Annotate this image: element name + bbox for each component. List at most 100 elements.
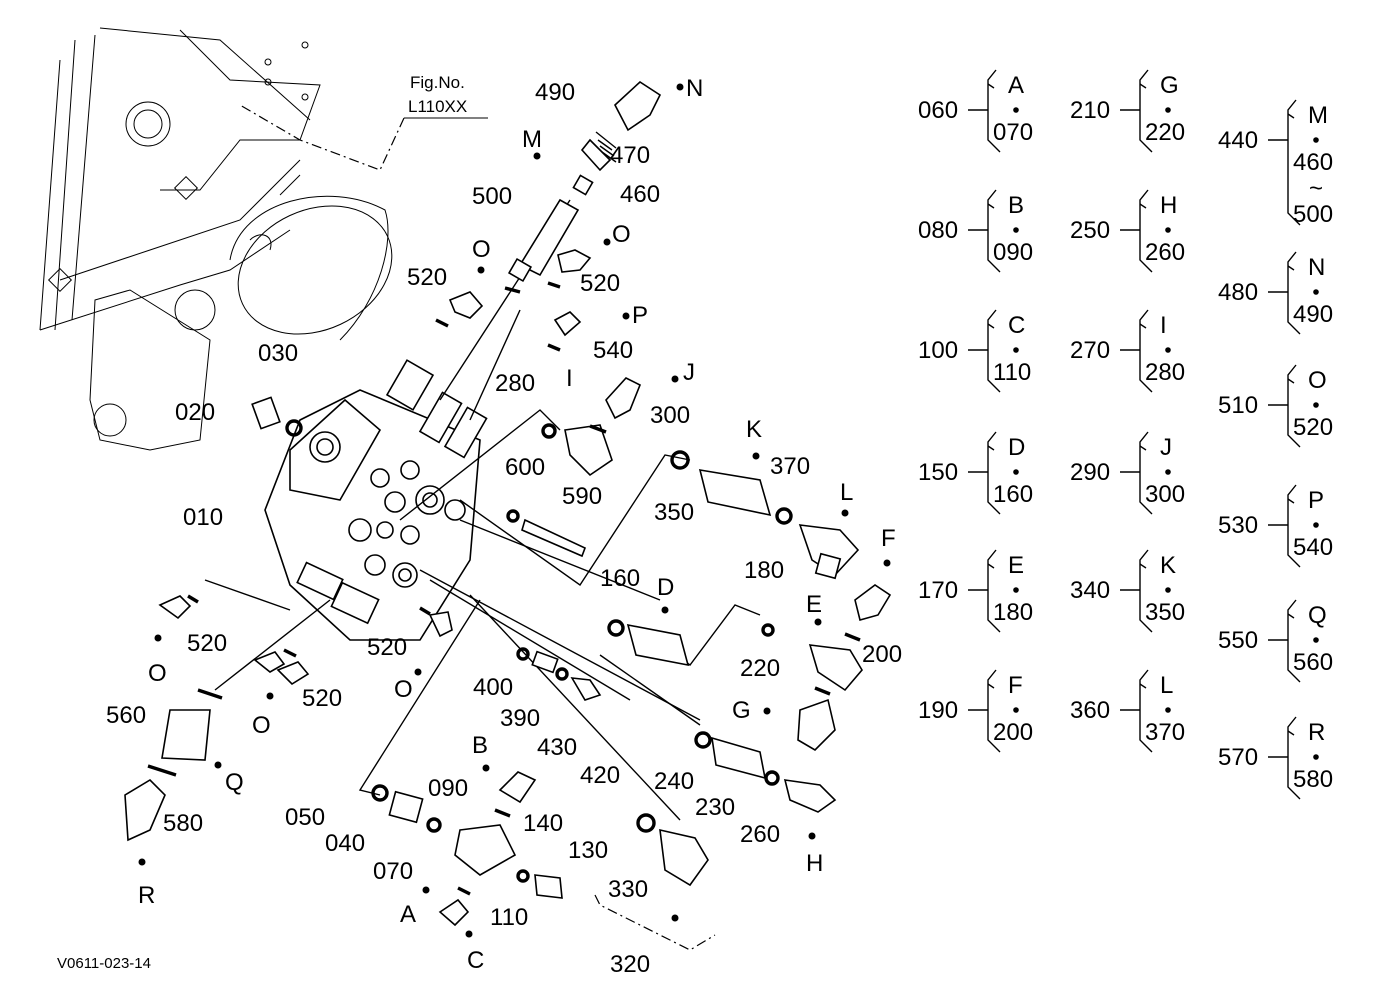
callout-200: 200 [862, 641, 902, 668]
callout-490: 490 [535, 79, 575, 106]
legend-dot-M [1313, 137, 1319, 143]
legend-part-560: 560 [1293, 649, 1333, 676]
legend-letter-G: G [1160, 72, 1179, 99]
callout-240: 240 [654, 768, 694, 795]
legend-letter-M: M [1308, 102, 1328, 129]
callout-M: M [522, 126, 542, 153]
callout-L: L [840, 479, 853, 506]
legend-bracket-100 [987, 309, 1001, 393]
legend-dot-I [1165, 347, 1171, 353]
callout-O1: O [472, 236, 491, 263]
callout-labels: 490 N 470 460 M 500 O O 520 520 P 540 03… [106, 75, 902, 978]
legend-dot-C [1013, 347, 1019, 353]
legend-part-200: 200 [993, 719, 1033, 746]
legend-dot-G [1165, 107, 1171, 113]
legend-ref-510: 510 [1218, 392, 1258, 419]
callout-180: 180 [744, 557, 784, 584]
callout-D: D [657, 574, 674, 601]
callout-C: C [467, 947, 484, 974]
legend-ref-250: 250 [1070, 217, 1110, 244]
callout-470: 470 [610, 142, 650, 169]
callout-K: K [746, 416, 762, 443]
callout-420: 420 [580, 762, 620, 789]
legend-bracket-notch-440 [1287, 113, 1295, 119]
legend-ref-360: 360 [1070, 697, 1110, 724]
legend-part-350: 350 [1145, 599, 1185, 626]
fittings [124, 80, 892, 951]
legend-ref-570: 570 [1218, 744, 1258, 771]
callout-130: 130 [568, 837, 608, 864]
callout-dots [138, 83, 891, 938]
svg-text:Fig.No.: Fig.No. [410, 73, 465, 92]
callout-370: 370 [770, 453, 810, 480]
callout-P: P [632, 302, 648, 329]
legend-part-260: 260 [1145, 239, 1185, 266]
callout-600: 600 [505, 454, 545, 481]
legend-bracket-notch-210 [1139, 83, 1147, 89]
callout-O4: O [394, 676, 413, 703]
callout-E: E [806, 591, 822, 618]
callout-330: 330 [608, 876, 648, 903]
legend-part-520: 520 [1293, 414, 1333, 441]
legend-dot-O [1313, 402, 1319, 408]
legend-bracket-150 [987, 431, 1001, 515]
legend-bracket-570 [1287, 716, 1301, 800]
legend-bracket-170 [987, 549, 1001, 633]
legend-dot-N [1313, 289, 1319, 295]
callout-I: I [566, 365, 573, 392]
callout-F: F [881, 525, 896, 552]
legend-ref-060: 060 [918, 97, 958, 124]
callout-520d: 520 [367, 634, 407, 661]
legend-letter-H: H [1160, 192, 1177, 219]
legend-bracket-notch-170 [987, 563, 995, 569]
callout-050: 050 [285, 804, 325, 831]
callout-A: A [400, 901, 416, 928]
legend-bracket-notch-510 [1287, 378, 1295, 384]
legend-bracket-510 [1287, 364, 1301, 448]
legend-bracket-270 [1139, 309, 1153, 393]
legend-ref-530: 530 [1218, 512, 1258, 539]
legend-letter-P: P [1308, 487, 1324, 514]
legend-dot-E [1013, 587, 1019, 593]
legend-letter-E: E [1008, 552, 1024, 579]
legend-bracket-notch-290 [1139, 445, 1147, 451]
callout-J: J [683, 359, 695, 386]
callout-O5: O [252, 712, 271, 739]
callout-220: 220 [740, 655, 780, 682]
legend-range-mark: ~ [1309, 175, 1323, 202]
machine-frame [39, 27, 393, 451]
legend-ref-190: 190 [918, 697, 958, 724]
legend-letter-F: F [1008, 672, 1023, 699]
legend-dot-K [1165, 587, 1171, 593]
legend-letter-L: L [1160, 672, 1173, 699]
callout-B: B [472, 732, 488, 759]
callout-520a: 520 [407, 264, 447, 291]
legend-letter-O: O [1308, 367, 1327, 394]
callout-010: 010 [183, 504, 223, 531]
legend-ref-080: 080 [918, 217, 958, 244]
callout-G: G [732, 697, 751, 724]
callout-430: 430 [537, 734, 577, 761]
callout-N: N [686, 75, 703, 102]
callout-300: 300 [650, 402, 690, 429]
legend-ref-210: 210 [1070, 97, 1110, 124]
callout-350: 350 [654, 499, 694, 526]
legend-bracket-notch-100 [987, 323, 995, 329]
callout-160: 160 [600, 565, 640, 592]
legend-dot-Q [1313, 637, 1319, 643]
legend-bracket-360 [1139, 669, 1153, 753]
callout-540: 540 [593, 337, 633, 364]
callout-280: 280 [495, 370, 535, 397]
legend-dot-B [1013, 227, 1019, 233]
callout-520c: 520 [187, 630, 227, 657]
legend-bracket-340 [1139, 549, 1153, 633]
callout-O2: O [612, 221, 631, 248]
legend-dot-L [1165, 707, 1171, 713]
callout-260: 260 [740, 821, 780, 848]
legend-letter-D: D [1008, 434, 1025, 461]
legend-letter-C: C [1008, 312, 1025, 339]
assembly-legend: 060A070080B090100C110150D160170E180190F2… [918, 69, 1333, 800]
legend-part-370: 370 [1145, 719, 1185, 746]
legend-bracket-notch-340 [1139, 563, 1147, 569]
callout-460: 460 [620, 181, 660, 208]
